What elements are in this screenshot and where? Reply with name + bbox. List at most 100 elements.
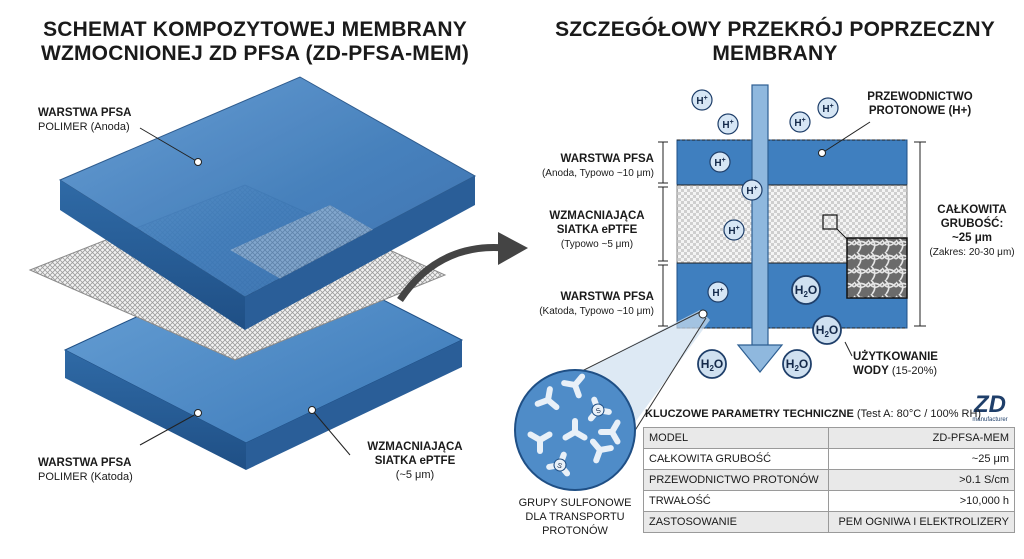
param-value: >10,000 h — [828, 490, 1015, 512]
label-thickness-value: ~25 μm — [952, 232, 992, 244]
table-row: ZASTOSOWANIE PEM OGNIWA I ELEKTROLIZERY — [642, 511, 1015, 533]
proton-ion: H+ — [709, 151, 731, 173]
label-anode-sub: (Anoda, Typowo ~10 μm) — [541, 168, 654, 179]
svg-text:H2O: H2O — [701, 357, 723, 373]
sulfonic-group — [527, 431, 553, 454]
label-sulfonic-groups: GRUPY SULFONOWE DLA TRANSPORTU PROTONÓW — [505, 496, 645, 538]
param-value: >0.1 S/cm — [828, 469, 1015, 491]
proton-ion: H+ — [817, 97, 839, 119]
table-row: MODEL ZD-PFSA-MEM — [642, 427, 1015, 449]
svg-text:S: S — [556, 462, 563, 470]
param-value: ~25 μm — [828, 448, 1015, 470]
label-mesh-line2: SIATKA ePTFE — [374, 455, 456, 467]
label-mesh-sub: (~5 μm) — [395, 469, 435, 481]
label-mesh: WZMACNIAJĄCA SIATKA ePTFE (~5 μm) — [345, 440, 485, 482]
table-row: CAŁKOWITA GRUBOŚĆ ~25 μm — [642, 448, 1015, 470]
label-sulfonic-line1: GRUPY SULFONOWE — [518, 497, 632, 509]
curved-arrow — [397, 244, 506, 302]
water-callout-line — [844, 341, 853, 357]
top-pfsa-layer — [58, 76, 477, 330]
label-sulfonic-line3: PROTONÓW — [542, 525, 608, 537]
water-molecule: H2O — [791, 275, 821, 305]
label-bottom-layer-sub: POLIMER (Katoda) — [38, 471, 133, 483]
label-water-title2: WODY — [853, 365, 889, 377]
label-water-usage: UŻYTKOWANIE WODY (15-20%) — [853, 350, 938, 378]
table-row: PRZEWODNICTWO PROTONÓW >0.1 S/cm — [642, 469, 1015, 491]
label-proton-line1: PRZEWODNICTWO — [867, 91, 973, 103]
svg-text:H2O: H2O — [795, 283, 817, 299]
label-cathode-title: WARSTWA PFSA — [560, 291, 655, 303]
sulfonic-group — [589, 438, 614, 464]
zd-logo-sub: manufacturer — [972, 417, 1008, 423]
param-value: PEM OGNIWA I ELEKTROLIZERY — [828, 511, 1015, 533]
param-label: MODEL — [642, 427, 830, 449]
zd-logo: ZD manufacturer — [965, 393, 1015, 424]
water-molecule: H2O — [697, 349, 727, 379]
label-water-title: UŻYTKOWANIE — [853, 351, 938, 363]
param-label: CAŁKOWITA GRUBOŚĆ — [642, 448, 830, 470]
sulfonic-groups: SS — [527, 373, 621, 477]
label-thickness-line1: CAŁKOWITA — [937, 204, 1007, 216]
svg-text:H2O: H2O — [816, 323, 838, 339]
right-title: SZCZEGÓŁOWY PRZEKRÓJ POPRZECZNY MEMBRANY — [540, 18, 1010, 66]
label-anode-layer: WARSTWA PFSA (Anoda, Typowo ~10 μm) — [520, 152, 654, 181]
params-condition: (Test A: 80°C / 100% RH) — [856, 408, 982, 420]
label-thickness-range: (Zakres: 20-30 μm) — [929, 247, 1015, 258]
proton-ion: H+ — [741, 179, 763, 201]
proton-callout — [818, 121, 871, 157]
proton-ion: H+ — [789, 111, 811, 133]
left-callouts — [139, 127, 351, 456]
label-mesh-layer: WZMACNIAJĄCA SIATKA ePTFE (Typowo ~5 μm) — [540, 209, 654, 252]
param-label: TRWAŁOŚĆ — [642, 490, 830, 512]
sulfonic-group — [534, 386, 560, 411]
ions: H+ H+ H+ H+ H+ H+ H+ H+ H2O H2O H2O H2O — [691, 89, 842, 379]
params-table: MODEL ZD-PFSA-MEM CAŁKOWITA GRUBOŚĆ ~25 … — [642, 427, 1015, 533]
svg-text:H+: H+ — [722, 119, 733, 131]
label-top-layer-title: WARSTWA PFSA — [38, 107, 132, 119]
param-label: PRZEWODNICTWO PROTONÓW — [642, 469, 830, 491]
label-top-layer-sub: POLIMER (Anoda) — [38, 121, 130, 133]
water-molecule: H2O — [812, 315, 842, 345]
params-heading: KLUCZOWE PARAMETRY TECHNICZNE (Test A: 8… — [645, 408, 981, 420]
ptfe-microstructure-zoom — [822, 214, 908, 299]
label-proton-conductivity: PRZEWODNICTWO PROTONOWE (H+) — [860, 90, 980, 118]
label-mesh-layer-line2: SIATKA ePTFE — [556, 224, 638, 236]
proton-ion: H+ — [717, 113, 739, 135]
svg-text:H+: H+ — [714, 157, 725, 169]
svg-text:H+: H+ — [746, 185, 757, 197]
right-title-line1: SZCZEGÓŁOWY PRZEKRÓJ POPRZECZNY — [555, 18, 995, 41]
label-bottom-layer: WARSTWA PFSA POLIMER (Katoda) — [38, 456, 133, 484]
table-row: TRWAŁOŚĆ >10,000 h — [642, 490, 1015, 512]
label-top-layer: WARSTWA PFSA POLIMER (Anoda) — [38, 106, 132, 134]
proton-ion: H+ — [723, 219, 745, 241]
right-title-line2: MEMBRANY — [712, 42, 838, 65]
proton-ion: H+ — [707, 281, 729, 303]
label-bottom-layer-title: WARSTWA PFSA — [38, 457, 132, 469]
left-title-line1: SCHEMAT KOMPOZYTOWEJ MEMBRANY — [43, 18, 467, 41]
left-title-line2: WZMOCNIONEJ ZD PFSA (ZD-PFSA-MEM) — [40, 42, 470, 65]
svg-text:H+: H+ — [696, 95, 707, 107]
label-thickness-line2: GRUBOŚĆ: — [940, 218, 1004, 230]
label-water-value: (15-20%) — [891, 365, 938, 377]
param-value: ZD-PFSA-MEM — [828, 427, 1015, 449]
sulfonic-group — [561, 373, 586, 399]
svg-text:H+: H+ — [728, 225, 739, 237]
label-cathode-layer: WARSTWA PFSA (Katoda, Typowo ~10 μm) — [520, 290, 654, 319]
left-title: SCHEMAT KOMPOZYTOWEJ MEMBRANY WZMOCNIONE… — [15, 18, 495, 66]
label-total-thickness: CAŁKOWITA GRUBOŚĆ: ~25 μm (Zakres: 20-30… — [922, 203, 1022, 260]
label-proton-line2: PROTONOWE (H+) — [868, 105, 972, 117]
proton-ion: H+ — [691, 89, 713, 111]
proton-flow-arrow — [736, 84, 784, 373]
sulfonic-group — [562, 418, 588, 441]
sulfonic-group: S — [546, 451, 571, 477]
sulfonic-group: S — [587, 396, 612, 422]
label-anode-title: WARSTWA PFSA — [560, 153, 655, 165]
zd-logo-text: ZD — [974, 391, 1006, 418]
label-mesh-layer-sub: (Typowo ~5 μm) — [560, 239, 634, 250]
label-sulfonic-line2: DLA TRANSPORTU — [525, 511, 625, 523]
label-cathode-sub: (Katoda, Typowo ~10 μm) — [539, 306, 654, 317]
svg-text:H2O: H2O — [786, 357, 808, 373]
svg-text:H+: H+ — [822, 103, 833, 115]
curved-arrow-head — [498, 232, 528, 265]
